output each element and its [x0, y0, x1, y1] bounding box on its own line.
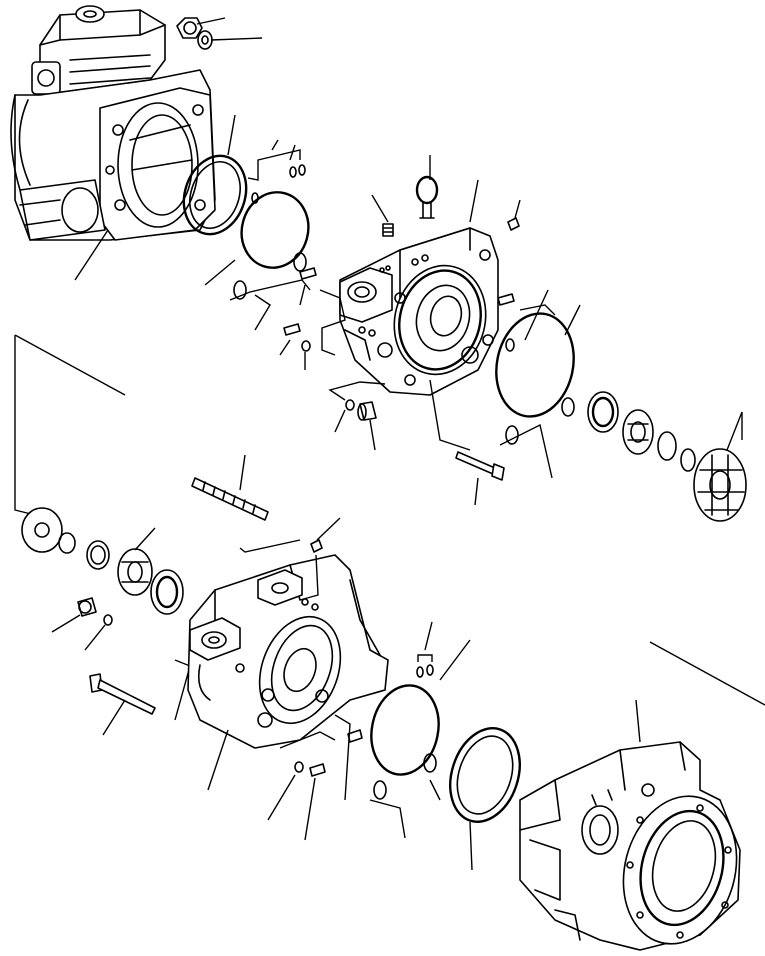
through-bolt [455, 451, 505, 481]
rear-pump-assembly [10, 5, 216, 241]
long-bolt [89, 673, 156, 715]
grease-fitting-front [310, 539, 323, 553]
grease-fitting [507, 217, 520, 231]
snap-ring-left [58, 532, 76, 554]
nut [176, 17, 203, 39]
front-adapter-housing [519, 741, 741, 951]
bearing-left [117, 548, 153, 596]
o-ring-lower [370, 664, 440, 800]
o-ring-small [294, 761, 304, 773]
o-ring-small [345, 399, 355, 411]
large-seal-ring-lower [449, 727, 521, 823]
coupling [693, 448, 747, 522]
o-ring-upper [233, 191, 310, 300]
eye-bolt [415, 175, 439, 219]
small-o-rings-upper [251, 164, 306, 204]
plug-center [357, 401, 377, 421]
dowel-pin [283, 267, 515, 352]
front-pump-housing [187, 554, 389, 749]
drain-plug [77, 597, 97, 617]
bearing [622, 409, 654, 455]
oil-seal-left [150, 569, 184, 615]
spacer-ring [86, 540, 110, 570]
center-pump-housing [339, 227, 499, 396]
o-ring-small [103, 614, 113, 626]
plug-upper [382, 223, 394, 237]
stud [191, 477, 269, 521]
seal-ring-right [495, 312, 575, 445]
large-seal-ring-upper [182, 154, 248, 236]
washer [197, 30, 213, 50]
dowel-pin [309, 729, 363, 777]
plate-left [21, 507, 63, 553]
snap-ring [657, 431, 696, 472]
oil-seal [587, 391, 619, 433]
